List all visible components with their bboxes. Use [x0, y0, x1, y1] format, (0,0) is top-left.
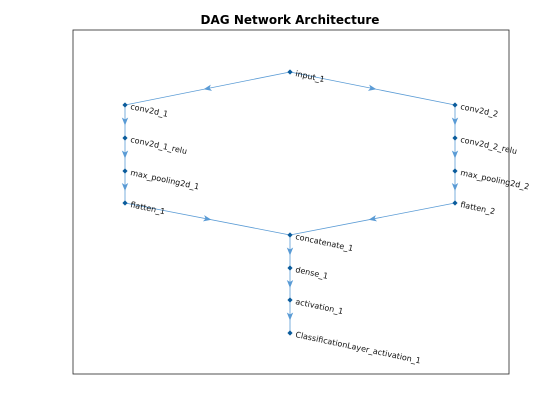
- arrow-input_1-to-conv2d_2: [367, 84, 377, 91]
- arrow-conv2d_2_relu-to-max_pooling2d_2: [451, 150, 459, 159]
- node-marker-conv2d_2_relu[interactable]: [452, 135, 458, 141]
- node-marker-input_1[interactable]: [287, 69, 293, 75]
- node-marker-max_pooling2d_2[interactable]: [452, 168, 458, 174]
- edges-layer: [121, 71, 459, 333]
- node-marker-conv2d_1[interactable]: [122, 102, 128, 108]
- arrow-max_pooling2d_2-to-flatten_2: [451, 183, 459, 191]
- node-marker-conv2d_1_relu[interactable]: [122, 135, 128, 141]
- node-marker-activation_1[interactable]: [287, 297, 293, 303]
- arrow-conv2d_1_relu-to-max_pooling2d_1: [121, 150, 129, 159]
- node-marker-flatten_2[interactable]: [452, 200, 458, 206]
- node-marker-conv2d_2[interactable]: [452, 102, 458, 108]
- node-marker-dense_1[interactable]: [287, 265, 293, 271]
- arrow-flatten_2-to-concatenate_1: [368, 215, 378, 222]
- arrow-dense_1-to-activation_1: [286, 280, 294, 288]
- arrow-concatenate_1-to-dense_1: [286, 247, 294, 256]
- node-marker-classification[interactable]: [287, 330, 293, 336]
- figure-title: DAG Network Architecture: [201, 13, 380, 27]
- arrow-conv2d_2-to-conv2d_2_relu: [451, 117, 459, 126]
- arrow-activation_1-to-classification: [286, 312, 294, 321]
- arrow-flatten_1-to-concatenate_1: [202, 215, 212, 222]
- node-marker-max_pooling2d_1[interactable]: [122, 168, 128, 174]
- arrow-conv2d_1-to-conv2d_1_relu: [121, 117, 129, 126]
- arrow-max_pooling2d_1-to-flatten_1: [121, 183, 129, 191]
- node-marker-concatenate_1[interactable]: [287, 232, 293, 238]
- node-marker-flatten_1[interactable]: [122, 200, 128, 206]
- arrow-input_1-to-conv2d_1: [203, 84, 213, 91]
